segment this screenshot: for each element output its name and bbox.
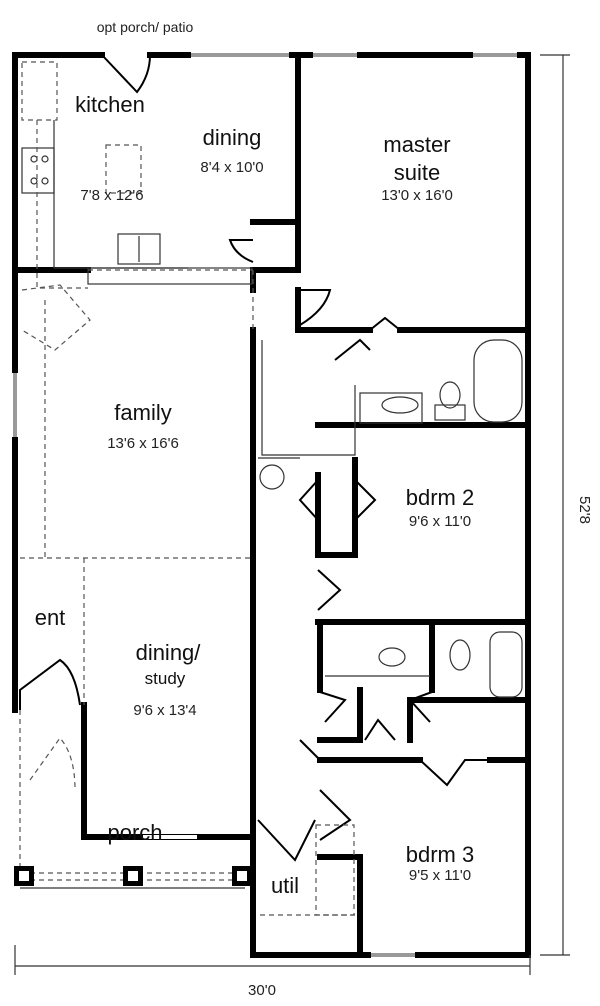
family-size: 13'6 x 16'6: [107, 435, 179, 452]
bdrm3-label: bdrm 3: [406, 842, 474, 867]
kitchen-label: kitchen: [75, 92, 145, 117]
dining-study-label-2: study: [145, 669, 186, 688]
porch-columns: [14, 866, 252, 886]
dining-size: 8'4 x 10'0: [200, 159, 263, 176]
dining-label: dining: [203, 125, 262, 150]
dimension-lines: [14, 54, 570, 975]
overall-depth: 52'8: [576, 496, 593, 524]
master-size: 13'0 x 16'0: [381, 187, 453, 204]
fixtures: [19, 54, 523, 916]
dining-study-size: 9'6 x 13'4: [133, 702, 196, 719]
overall-width: 30'0: [248, 982, 276, 999]
kitchen-size: 7'8 x 12'6: [80, 187, 143, 204]
master-label-1: master: [383, 132, 450, 157]
bdrm2-label: bdrm 2: [406, 485, 474, 510]
walls: [12, 52, 531, 958]
porch-label: porch: [107, 820, 162, 845]
family-label: family: [114, 400, 171, 425]
opt-porch-label: opt porch/ patio: [97, 19, 194, 35]
bdrm2-size: 9'6 x 11'0: [409, 513, 471, 530]
master-label-2: suite: [394, 160, 440, 185]
util-label: util: [271, 873, 299, 898]
ent-label: ent: [35, 605, 66, 630]
bdrm3-size: 9'5 x 11'0: [409, 867, 471, 884]
dining-study-label-1: dining/: [136, 640, 202, 665]
